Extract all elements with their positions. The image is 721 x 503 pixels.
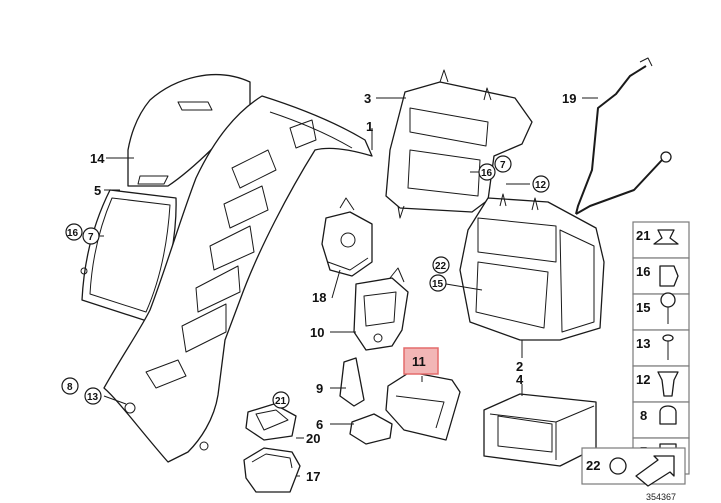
- callout-19: 19: [562, 91, 576, 106]
- bubble-15: 15: [432, 279, 444, 290]
- upper-bracket-part-3: [385, 69, 533, 219]
- expansion-nut-icon: [657, 371, 679, 397]
- document-number: 354367: [646, 492, 676, 502]
- callout-10: 10: [310, 325, 324, 340]
- clip-part-6: [349, 413, 393, 445]
- clip-nut-icon: [653, 229, 679, 245]
- main-bracket-part-2: [459, 193, 605, 341]
- arrow-icon: [635, 455, 675, 487]
- grommet-icon: [659, 405, 677, 425]
- legend-item-12: 12: [636, 372, 650, 387]
- callout-4: 4: [516, 372, 524, 387]
- callout-1: 1: [366, 119, 373, 134]
- holder-part-11: [385, 371, 461, 441]
- storage-tray-part-4: [483, 393, 597, 467]
- callout-17: 17: [306, 469, 320, 484]
- legend-item-16: 16: [636, 264, 650, 279]
- callout-3: 3: [364, 91, 371, 106]
- legend-item-22-group: 22: [581, 447, 686, 487]
- callout-20: 20: [306, 431, 320, 446]
- callout-6: 6: [316, 417, 323, 432]
- small-tray-part-20: [245, 403, 297, 441]
- legend-item-21: 21: [636, 228, 650, 243]
- screw-icon: [660, 292, 676, 324]
- callout-18: 18: [312, 290, 326, 305]
- bubble-16-left: 16: [67, 228, 79, 239]
- legend-item-8: 8: [640, 408, 647, 423]
- callout-2: 2: [516, 359, 523, 374]
- trim-strip-part-9: [339, 357, 365, 407]
- callout-5: 5: [94, 183, 101, 198]
- bubble-7-right: 7: [500, 160, 506, 171]
- bubble-22: 22: [435, 261, 447, 272]
- callout-14: 14: [90, 151, 105, 166]
- center-console-body-part-1: [103, 95, 373, 463]
- legend-item-15: 15: [636, 300, 650, 315]
- plug-icon: [659, 265, 679, 287]
- callout-11: 11: [412, 354, 426, 369]
- callout-labels: 14 5 3 1 19 18 10 9 6 20 17 2 4: [90, 91, 576, 484]
- bubble-12: 12: [535, 180, 547, 191]
- legend-item-22: 22: [586, 458, 600, 473]
- bubble-7-left: 7: [88, 232, 94, 243]
- cable-part-19: [575, 57, 672, 215]
- bubble-13: 13: [87, 392, 99, 403]
- rivet-icon: [609, 457, 627, 475]
- bubble-8: 8: [67, 382, 73, 393]
- legend-item-13: 13: [636, 336, 650, 351]
- fastener-legend: 21 16 15 13 12 8 7: [632, 221, 690, 475]
- bubble-labels: 16 7 8 13 16 7 12 22 15 21: [61, 155, 550, 409]
- highlighted-callout-11: 11: [403, 347, 439, 375]
- cup-part-17: [243, 447, 301, 493]
- lock-mechanism-part-10: [353, 267, 409, 351]
- callout-9: 9: [316, 381, 323, 396]
- bubble-16-right: 16: [481, 168, 493, 179]
- bolt-icon: [662, 334, 674, 360]
- actuator-part-18: [321, 197, 373, 277]
- bubble-21: 21: [275, 396, 287, 407]
